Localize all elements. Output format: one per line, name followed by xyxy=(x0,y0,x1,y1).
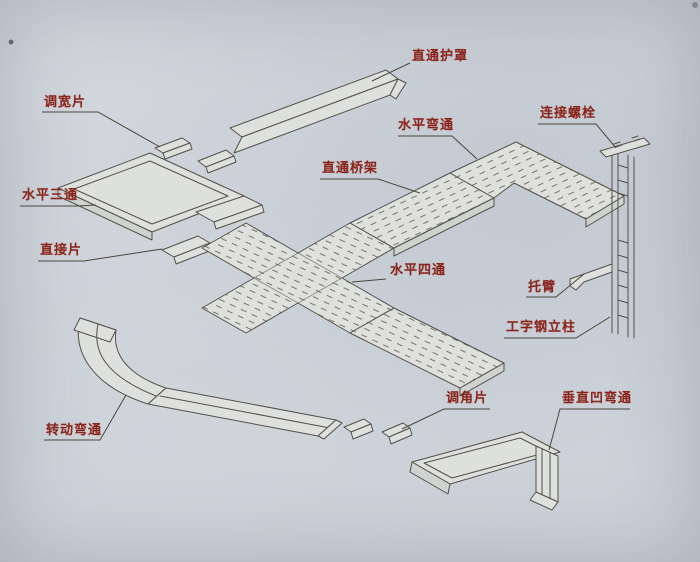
part-horizontal-bend xyxy=(449,141,625,228)
label-i-beam-column: 工字钢立柱 xyxy=(506,320,577,335)
paper-speck xyxy=(692,2,698,8)
label-connector-piece: 直接片 xyxy=(40,243,83,258)
leader-straight-tray xyxy=(320,178,421,194)
leader-horizontal-bend xyxy=(398,135,478,160)
leader-connector-piece xyxy=(38,248,163,262)
leader-rotating-bend xyxy=(44,394,127,441)
leader-lines xyxy=(20,62,630,451)
label-connecting-bolt: 连接螺栓 xyxy=(540,106,597,121)
part-branch-tray xyxy=(349,307,505,397)
label-horizontal-tee: 水平三通 xyxy=(22,188,79,203)
part-width-adjust-pieces xyxy=(154,137,237,174)
part-vertical-concave-bend xyxy=(409,431,561,511)
label-width-adjust-piece: 调宽片 xyxy=(44,95,87,110)
leader-horizontal-cross xyxy=(351,278,387,283)
paper-marks xyxy=(8,2,698,45)
part-connecting-bolt xyxy=(599,137,651,158)
paper-speck xyxy=(8,39,14,45)
label-horizontal-bend: 水平弯通 xyxy=(398,118,455,133)
leader-bracket-arm xyxy=(526,273,585,298)
part-bottom-tray xyxy=(147,387,343,440)
label-straight-cover: 直通护罩 xyxy=(412,49,469,64)
leader-connecting-bolt xyxy=(538,123,617,149)
leader-angle-adjust-piece xyxy=(401,408,490,430)
leader-straight-cover xyxy=(371,62,411,82)
leader-vertical-concave-bend xyxy=(548,408,630,451)
leader-i-beam-column xyxy=(504,316,611,339)
label-horizontal-cross: 水平四通 xyxy=(390,263,447,278)
part-bracket-arm xyxy=(569,263,613,291)
label-rotating-bend: 转动弯通 xyxy=(46,423,103,438)
label-angle-adjust-piece: 调角片 xyxy=(446,391,489,406)
part-i-beam-column xyxy=(599,135,651,339)
part-straight-cover xyxy=(229,69,407,154)
label-bracket-arm: 托臂 xyxy=(528,280,557,295)
leader-width-adjust-piece xyxy=(42,111,161,148)
part-rotating-bend xyxy=(73,317,167,405)
part-angle-adjust-pieces xyxy=(343,418,413,445)
leader-horizontal-tee xyxy=(20,204,97,207)
part-horizontal-tee xyxy=(57,152,265,241)
part-horizontal-cross xyxy=(201,222,395,334)
label-straight-tray: 直通桥架 xyxy=(322,161,379,176)
label-vertical-concave-bend: 垂直凹弯通 xyxy=(562,391,633,406)
